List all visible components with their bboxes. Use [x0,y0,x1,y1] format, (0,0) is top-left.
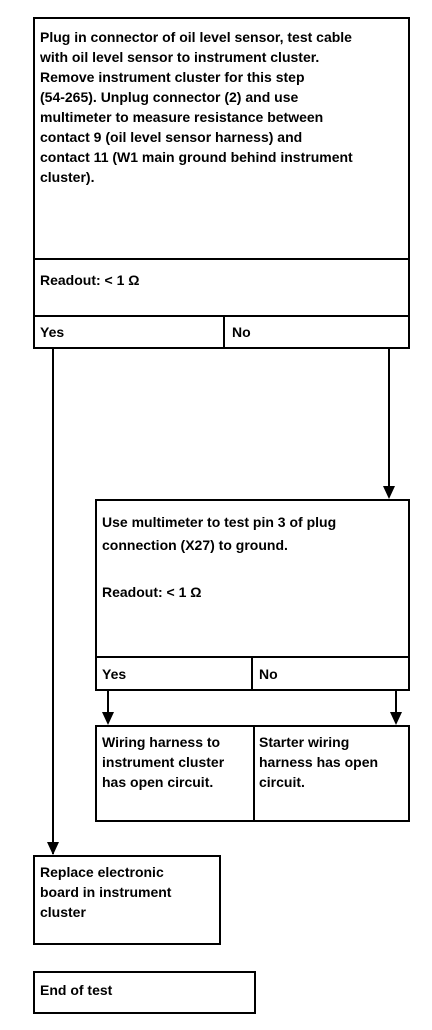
step1-divider-readout [33,258,410,260]
step1-line-4: (54-265). Unplug connector (2) and use [40,89,299,105]
step2-divider-yes-no [251,656,253,691]
result-starter-line-3: circuit. [259,774,305,790]
result-replace-line-3: cluster [40,904,86,920]
arrowhead-replace [47,842,59,855]
step2-no-label: No [259,666,278,682]
arrowhead-step2 [383,486,395,499]
end-of-test-label: End of test [40,982,113,998]
arrowhead-wiring [102,712,114,725]
step1-readout: Readout: < 1 Ω [40,272,140,288]
step1-line-2: with oil level sensor to instrument clus… [40,49,320,65]
step2-yes-label: Yes [102,666,127,682]
end-of-test-box [33,971,256,1014]
result-replace-box [33,855,221,945]
result-wiring-line-3: has open circuit. [102,774,214,790]
step1-line-6: contact 9 (oil level sensor harness) and [40,129,303,145]
step1-line-7: contact 11 (W1 main ground behind instru… [40,149,353,165]
step1-divider-yes-no [223,315,225,349]
result-wiring-box [95,725,255,822]
result-starter-box [253,725,410,822]
result-starter-line-1: Starter wiring [259,734,350,750]
step1-line-5: multimeter to measure resistance between [40,109,324,125]
step2-line-2: connection (X27) to ground. [102,537,288,553]
step1-line-1: Plug in connector of oil level sensor, t… [40,29,352,45]
result-replace-line-1: Replace electronic [40,864,164,880]
step1-no-label: No [232,324,251,340]
step1-box [33,17,410,349]
step2-readout: Readout: < 1 Ω [102,584,202,600]
result-replace-line-2: board in instrument [40,884,172,900]
step1-yes-label: Yes [40,324,65,340]
step1-divider-answers [33,315,410,317]
step1-line-3: Remove instrument cluster for this step [40,69,305,85]
result-wiring-line-2: instrument cluster [102,754,225,770]
result-starter-line-2: harness has open [259,754,379,770]
arrowhead-starter [390,712,402,725]
result-wiring-line-1: Wiring harness to [102,734,221,750]
step1-line-8: cluster). [40,169,95,185]
step2-line-1: Use multimeter to test pin 3 of plug [102,514,337,530]
